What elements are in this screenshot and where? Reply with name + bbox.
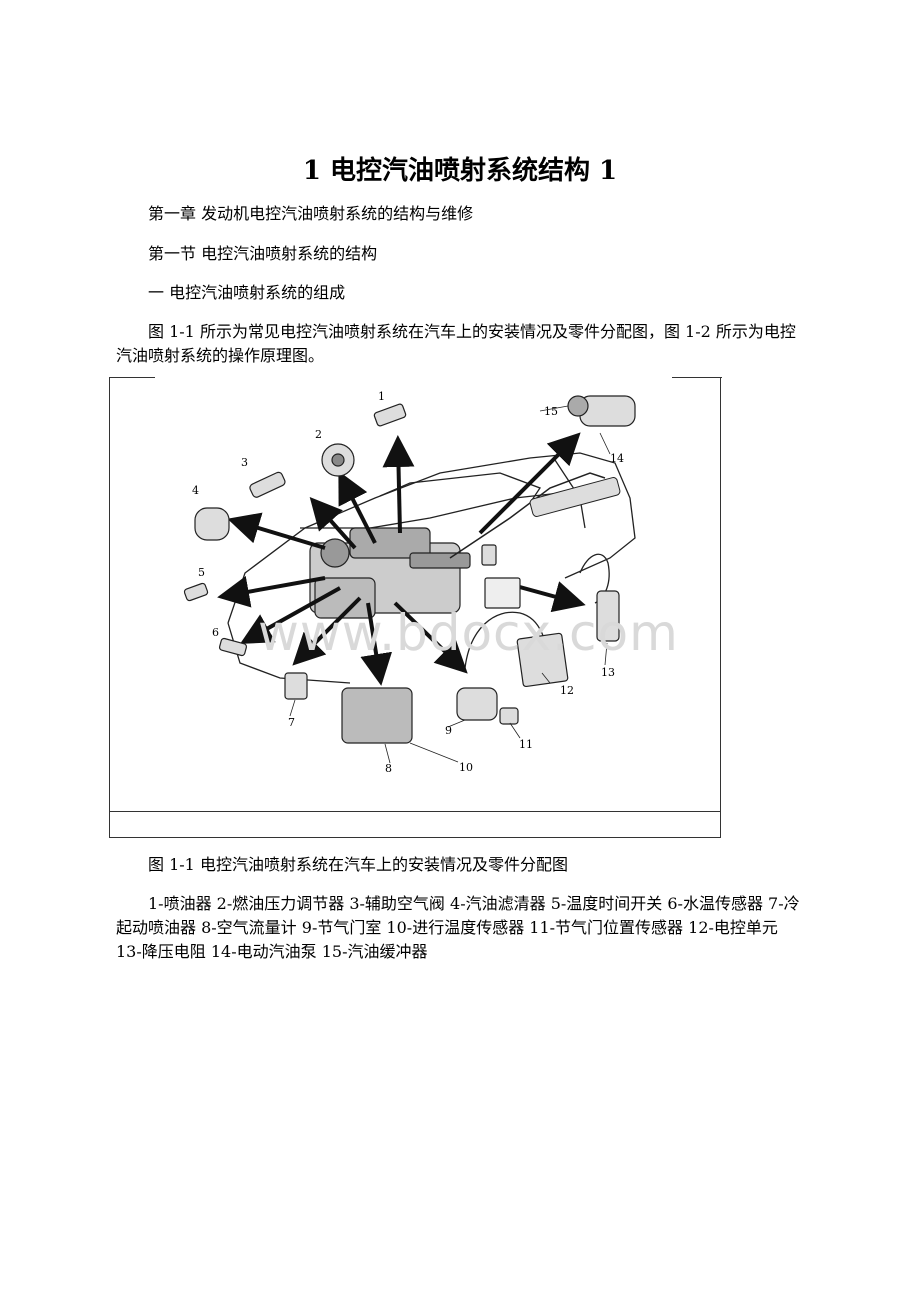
figure-separator [109, 811, 721, 812]
figure-border-top-left [109, 377, 155, 378]
callout-5: 5 [198, 566, 205, 579]
page-title: 1 电控汽油喷射系统结构 1 [302, 156, 618, 186]
callout-2: 2 [315, 428, 322, 441]
callout-9: 9 [445, 724, 452, 737]
callout-3: 3 [241, 456, 248, 469]
callout-15: 15 [544, 405, 558, 418]
callout-leaders [289, 405, 611, 764]
figure-frame [109, 377, 721, 838]
callout-13: 13 [601, 666, 615, 679]
callout-labels: 1 2 3 4 5 6 7 8 9 10 11 12 13 14 15 [192, 390, 624, 775]
figure-border-top-right [672, 377, 722, 378]
watermark: www.bdocx.com [258, 604, 679, 662]
subsection-heading: 一 电控汽油喷射系统的组成 [148, 283, 346, 302]
callout-12: 12 [560, 684, 574, 697]
section-heading: 第一节 电控汽油喷射系统的结构 [148, 244, 378, 263]
callout-1: 1 [378, 390, 385, 403]
component-parts [183, 395, 636, 744]
engine-component-diagram: 1 2 3 4 5 6 7 8 9 10 11 12 13 14 15 [183, 390, 636, 775]
figure-legend: 1-喷油器 2-燃油压力调节器 3-辅助空气阀 4-汽油滤清器 5-温度时间开关… [116, 894, 800, 961]
figure-caption: 图 1-1 电控汽油喷射系统在汽车上的安装情况及零件分配图 [148, 855, 568, 874]
intro-paragraph: 图 1-1 所示为常见电控汽油喷射系统在汽车上的安装情况及零件分配图，图 1-2… [116, 322, 796, 365]
callout-7: 7 [288, 716, 295, 729]
callout-11: 11 [519, 738, 533, 751]
callout-8: 8 [385, 762, 392, 775]
callout-6: 6 [212, 626, 219, 639]
callout-10: 10 [459, 761, 473, 774]
callout-4: 4 [192, 484, 199, 497]
callout-14: 14 [610, 452, 624, 465]
chapter-heading: 第一章 发动机电控汽油喷射系统的结构与维修 [148, 204, 474, 223]
engine-block [309, 527, 471, 619]
